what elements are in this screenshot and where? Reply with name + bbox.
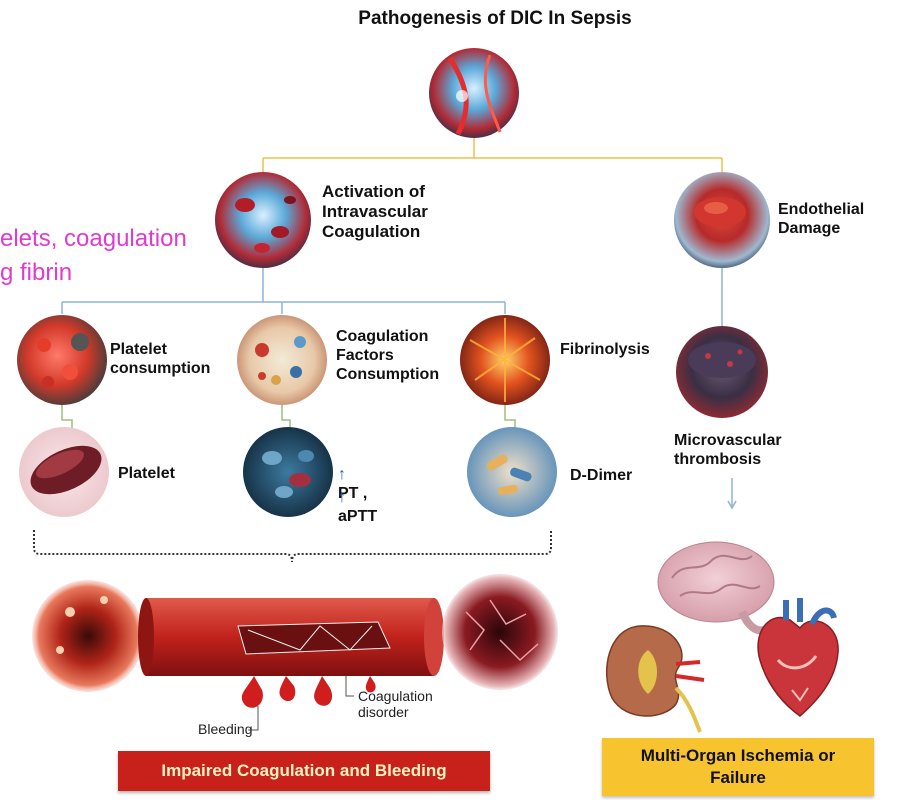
connector-fibrin-down — [504, 405, 516, 428]
aptt-text: aPTT — [338, 508, 378, 525]
blood-drop — [241, 676, 263, 708]
fibrinolysis-image — [460, 315, 550, 405]
d-dimer-image — [467, 427, 557, 517]
impaired-coagulation-banner: Impaired Coagulation and Bleeding — [118, 751, 490, 791]
brain-illustration — [657, 541, 775, 635]
blood-drop — [279, 676, 296, 702]
arrow-to-organs-head — [727, 500, 737, 510]
bleeding-pointer — [248, 706, 259, 731]
sepsis-vessel-image — [429, 48, 519, 138]
overlay-caption-text: elets, coagulation g fibrin — [0, 225, 187, 286]
up-arrow-icon: ↑ — [338, 489, 346, 506]
aptt-label: ↑ aPTT — [338, 469, 377, 526]
coagulation-disorder-label: Coagulation disorder — [358, 688, 433, 720]
kidney-illustration — [605, 625, 705, 733]
connector-factor-down — [281, 405, 291, 428]
bleeding-label: Bleeding — [198, 721, 253, 737]
pt-label: ↑ PT , — [338, 446, 367, 503]
endothelial-label: Endothelial Damage — [778, 201, 865, 237]
microvascular-label: Microvascular thrombosis — [674, 432, 782, 468]
platelet-image — [19, 427, 109, 517]
coag-disorder-pointer — [345, 676, 354, 697]
d-dimer-label: D-Dimer — [570, 467, 633, 484]
endothelial-image — [674, 172, 770, 268]
grouping-brace — [33, 530, 552, 563]
activation-label: Activation of Intravascular Coagulation — [322, 182, 428, 241]
fibrinolysis-label: Fibrinolysis — [560, 341, 650, 358]
blood-vessel-illustration — [138, 598, 444, 731]
thrombus-mesh-image — [442, 574, 558, 690]
page-title: Pathogenesis of DIC In Sepsis — [358, 8, 632, 29]
coagulation-factors-label: Coagulation Factors Consumption — [336, 328, 440, 383]
blood-drop — [365, 676, 376, 693]
connector-plt-down — [61, 405, 73, 428]
connector-lines — [61, 136, 737, 510]
pt-text: PT , — [338, 485, 368, 502]
heart-illustration — [757, 598, 839, 717]
platelet-label: Platelet — [118, 465, 175, 482]
bleeding-tissue-image — [32, 580, 144, 692]
coagulation-factors-image — [237, 315, 327, 405]
platelet-consumption-label: Platelet consumption — [110, 341, 211, 377]
multi-organ-banner: Multi-Organ Ischemia or Failure — [602, 738, 874, 796]
up-arrow-icon: ↑ — [338, 466, 346, 483]
platelet-consumption-image — [17, 315, 107, 405]
pt-aptt-image — [243, 427, 333, 517]
microvascular-image — [676, 326, 768, 418]
activation-image — [215, 172, 311, 268]
blood-drop — [314, 676, 333, 706]
